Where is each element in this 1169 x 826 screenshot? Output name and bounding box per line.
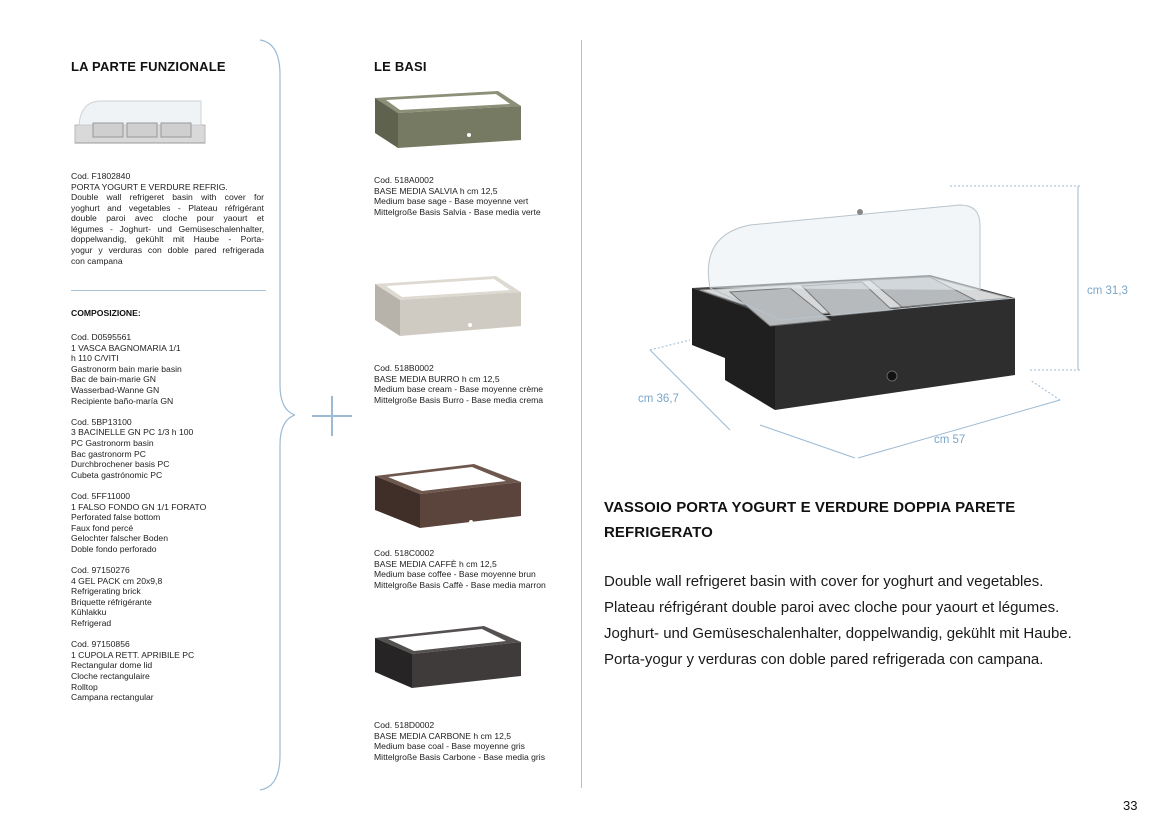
base-name: BASE MEDIA CARBONE h cm 12,5 [374, 730, 512, 741]
composition-title: COMPOSIZIONE: [71, 308, 141, 318]
base-name: BASE MEDIA BURRO h cm 12,5 [374, 373, 500, 384]
dimension-width: cm 57 [934, 434, 966, 446]
component-line: Doble fondo perforado [71, 543, 157, 554]
base-image-coffee [375, 464, 521, 528]
base-caption-sage: Cod. 518A0002 BASE MEDIA SALVIA h cm 12,… [374, 175, 541, 217]
base-caption-coal: Cod. 518D0002 BASE MEDIA CARBONE h cm 12… [374, 720, 545, 762]
component-line: 1 CUPOLA RETT. APRIBILE PC [71, 649, 195, 660]
product-description-multilang: Double wall refrigeret basin with cover … [604, 569, 1072, 673]
component-line: Cubeta gastrónomic PC [71, 469, 163, 480]
page-number: 33 [1123, 798, 1138, 813]
product-code-block: Cod. F1802840 PORTA YOGURT E VERDURE REF… [71, 171, 228, 192]
column-separator [581, 40, 582, 788]
base-image-cream [375, 276, 521, 336]
component-line: Campana rectangular [71, 692, 154, 703]
product-desc-line: yoghurt and vegetables - Plateau réfrigé… [71, 202, 264, 213]
base-image-coal [375, 626, 521, 688]
base-code: Cod. 518A0002 [374, 175, 434, 185]
component-line: 1 VASCA BAGNOMARIA 1/1 [71, 342, 181, 353]
base-desc: Medium base coal - Base moyenne gris [374, 741, 525, 752]
base-caption-cream: Cod. 518B0002 BASE MEDIA BURRO h cm 12,5… [374, 363, 543, 405]
product-desc-line: double paroi avec cloche pour yaourt et [71, 213, 264, 224]
base-desc: Mittelgroße Basis Burro - Base media cre… [374, 394, 544, 405]
component-line: Faux fond percé [71, 522, 134, 533]
component-item: Cod. D0595561 1 VASCA BAGNOMARIA 1/1 h 1… [71, 332, 206, 406]
product-code: Cod. F1802840 [71, 171, 131, 181]
component-line: Cod. 97150276 [71, 565, 130, 576]
component-line: Gelochter falscher Boden [71, 533, 168, 544]
description-line-fr: Plateau réfrigérant double paroi avec cl… [604, 599, 1060, 616]
component-line: Briquette réfrigérante [71, 596, 152, 607]
base-caption-coffee: Cod. 518C0002 BASE MEDIA CAFFÈ h cm 12,5… [374, 548, 546, 590]
component-line: Perforated false bottom [71, 512, 161, 523]
component-line: Cod. 97150856 [71, 639, 130, 650]
component-line: PC Gastronorm basin [71, 437, 154, 448]
component-line: Kühlakku [71, 607, 107, 618]
base-image-sage [375, 91, 521, 148]
plus-icon [312, 396, 352, 436]
base-desc: Medium base sage - Base moyenne vert [374, 196, 529, 207]
component-line: 1 FALSO FONDO GN 1/1 FORATO [71, 501, 207, 512]
component-line: Cloche rectangulaire [71, 671, 150, 681]
component-line: Rectangular dome lid [71, 660, 153, 671]
description-line-en: Double wall refrigeret basin with cover … [604, 573, 1044, 590]
component-line: Cod. 5BP13100 [71, 416, 132, 427]
product-desc-line: yogur y verduras con doble pared refrige… [71, 244, 264, 255]
product-title-line: VASSOIO PORTA YOGURT E VERDURE DOPPIA PA… [604, 499, 1016, 516]
component-line: Cod. D0595561 [71, 332, 132, 342]
divider [71, 290, 266, 291]
dimension-height: cm 31,3 [1087, 285, 1128, 297]
component-line: Refrigerating brick [71, 586, 141, 597]
base-desc: Medium base cream - Base moyenne crème [374, 384, 544, 395]
component-line: 4 GEL PACK cm 20x9,8 [71, 575, 163, 586]
product-description: Double wall refrigeret basin with cover … [71, 192, 264, 266]
base-desc: Mittelgroße Basis Caffè - Base media mar… [374, 579, 546, 590]
base-code: Cod. 518C0002 [374, 548, 435, 558]
product-name: PORTA YOGURT E VERDURE REFRIG. [71, 181, 228, 192]
component-line: Gastronorm bain marie basin [71, 363, 182, 374]
base-name: BASE MEDIA CAFFÈ h cm 12,5 [374, 558, 497, 569]
section-heading-functional: LA PARTE FUNZIONALE [71, 59, 226, 74]
component-line: Wasserbad-Wanne GN [71, 384, 160, 395]
product-main-illustration [649, 185, 1080, 459]
product-thumbnail [74, 100, 206, 144]
dimension-depth: cm 36,7 [638, 393, 679, 405]
product-title-line: REFRIGERATO [604, 524, 713, 541]
base-code: Cod. 518D0002 [374, 720, 435, 730]
description-line-es: Porta-yogur y verduras con doble pared r… [604, 651, 1044, 668]
product-desc-line: légumes - Joghurt- und Gemüseschalenhalt… [71, 223, 264, 234]
base-desc: Mittelgroße Basis Salvia - Base media ve… [374, 206, 541, 217]
component-line: Refrigerad [71, 618, 112, 629]
component-line: h 110 C/VITI [71, 353, 119, 364]
component-line: Rolltop [71, 681, 98, 692]
section-heading-bases: LE BASI [374, 59, 427, 74]
brace-divider [259, 39, 295, 791]
component-line: Cod. 5FF11000 [71, 490, 131, 501]
component-list: Cod. D0595561 1 VASCA BAGNOMARIA 1/1 h 1… [71, 332, 206, 703]
component-line: Bac de bain-marie GN [71, 374, 157, 385]
base-desc: Medium base coffee - Base moyenne brun [374, 569, 536, 580]
component-item: Cod. 5BP13100 3 BACINELLE GN PC 1/3 h 10… [71, 417, 206, 481]
component-line: Bac gastronorm PC [71, 448, 146, 459]
product-title: VASSOIO PORTA YOGURT E VERDURE DOPPIA PA… [604, 495, 1015, 545]
component-line: Durchbrochener basis PC [71, 459, 170, 470]
base-code: Cod. 518B0002 [374, 363, 434, 373]
component-item: Cod. 97150856 1 CUPOLA RETT. APRIBILE PC… [71, 639, 206, 703]
product-desc-line: Double wall refrigeret basin with cover … [71, 192, 264, 202]
product-desc-line: doppelwandig, gekühlt mit Haube - Porta- [71, 234, 264, 245]
component-item: Cod. 97150276 4 GEL PACK cm 20x9,8 Refri… [71, 565, 206, 629]
base-desc: Mittelgroße Basis Carbone - Base media g… [374, 751, 545, 762]
component-item: Cod. 5FF11000 1 FALSO FONDO GN 1/1 FORAT… [71, 491, 206, 555]
component-line: Recipiente baño-maría GN [71, 395, 174, 406]
product-desc-line: con campana [71, 255, 123, 266]
component-line: 3 BACINELLE GN PC 1/3 h 100 [71, 427, 194, 438]
description-line-de: Joghurt- und Gemüseschalenhalter, doppel… [604, 625, 1072, 642]
base-name: BASE MEDIA SALVIA h cm 12,5 [374, 185, 498, 196]
